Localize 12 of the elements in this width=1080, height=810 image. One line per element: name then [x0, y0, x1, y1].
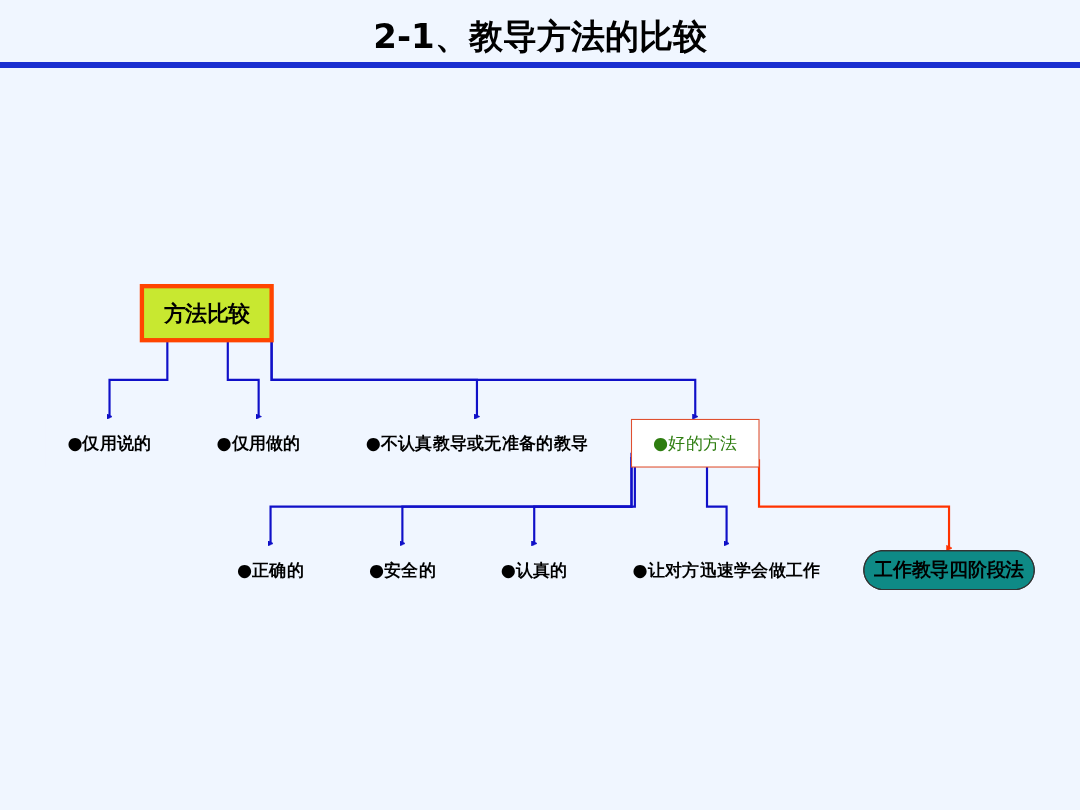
node-text: ●不认真教导或无准备的教导 [365, 433, 589, 454]
arrow [531, 467, 636, 547]
node-text: ●仅用说的 [67, 433, 152, 454]
arrow [705, 467, 730, 547]
node-box: 方法比较 [139, 284, 274, 343]
node-text: ●安全的 [368, 559, 436, 581]
node-text: ●认真的 [500, 559, 568, 581]
node-text: ●仅用做的 [216, 433, 301, 454]
node-text: ●让对方迅速学会做工作 [632, 559, 821, 581]
slide-title: 2-1、教导方法的比较 [372, 15, 708, 58]
node-box: ●好的方法 [630, 418, 760, 468]
node-text: ●正确的 [237, 559, 305, 581]
